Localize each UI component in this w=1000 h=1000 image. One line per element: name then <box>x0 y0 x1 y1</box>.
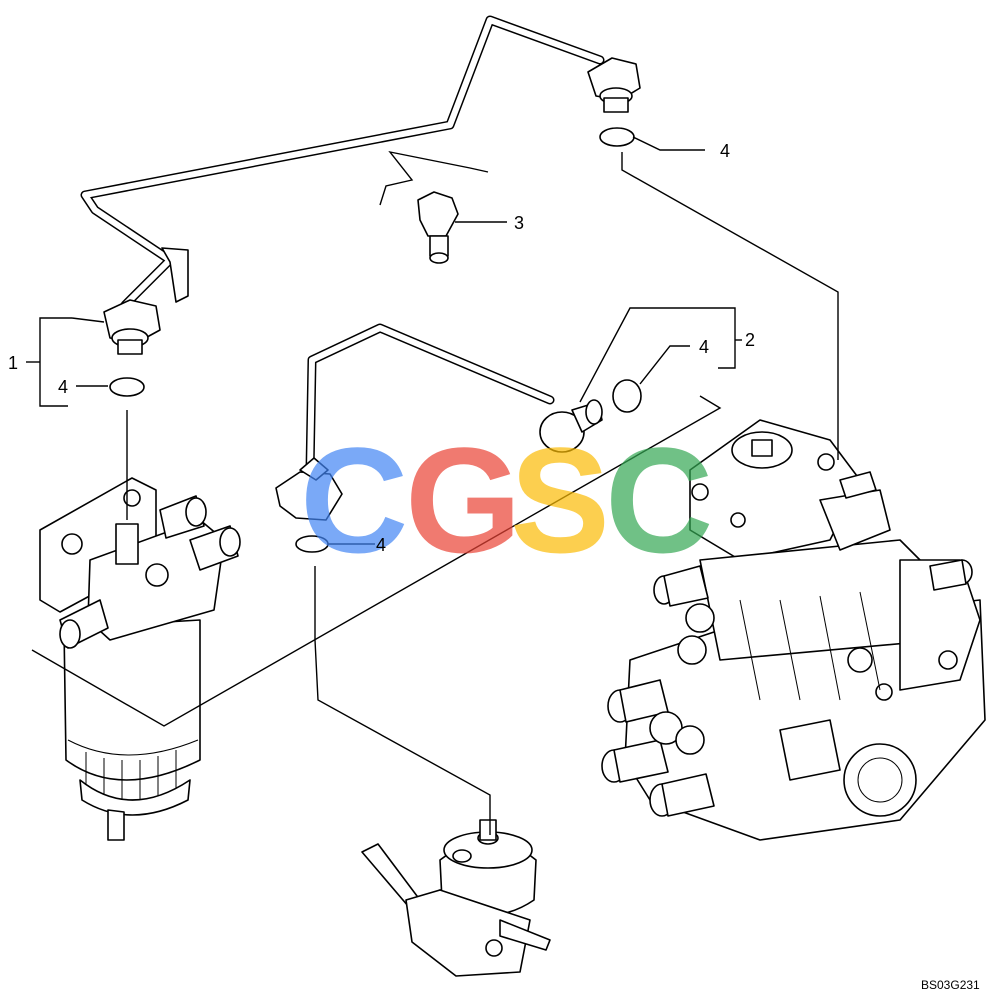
callout-4-middle: 4 <box>376 535 386 555</box>
watermark-letter-2: G <box>405 416 522 584</box>
watermark-letter-1: C <box>300 416 408 584</box>
o-ring-2 <box>109 377 145 397</box>
banjo-fitting-left <box>103 299 161 355</box>
callout-4-right-middle: 4 <box>699 337 709 357</box>
banjo-fitting-middle <box>539 399 603 453</box>
watermark-letter-4: C <box>605 416 713 584</box>
callout-1: 1 <box>8 353 18 373</box>
pipe-clip <box>417 191 459 264</box>
bracket-clip <box>379 150 489 206</box>
injection-pump <box>601 419 986 841</box>
leader-lines <box>26 136 839 835</box>
callout-4-top-right: 4 <box>720 141 730 161</box>
o-ring-3 <box>612 379 642 413</box>
fuel-pipe-upper <box>80 15 605 310</box>
fitting-lower-left <box>275 457 343 521</box>
drawing-code: BS03G231 <box>921 978 980 992</box>
o-ring-1 <box>599 127 635 147</box>
watermark: C G S C <box>300 416 713 584</box>
banjo-fitting-top <box>587 57 641 113</box>
feed-pump <box>361 819 551 977</box>
callout-3: 3 <box>514 213 524 233</box>
fuel-filter <box>39 477 241 841</box>
fuel-pipe-middle <box>305 323 555 475</box>
callout-2: 2 <box>745 330 755 350</box>
callout-4-left: 4 <box>58 377 68 397</box>
watermark-letter-3: S <box>510 416 610 584</box>
